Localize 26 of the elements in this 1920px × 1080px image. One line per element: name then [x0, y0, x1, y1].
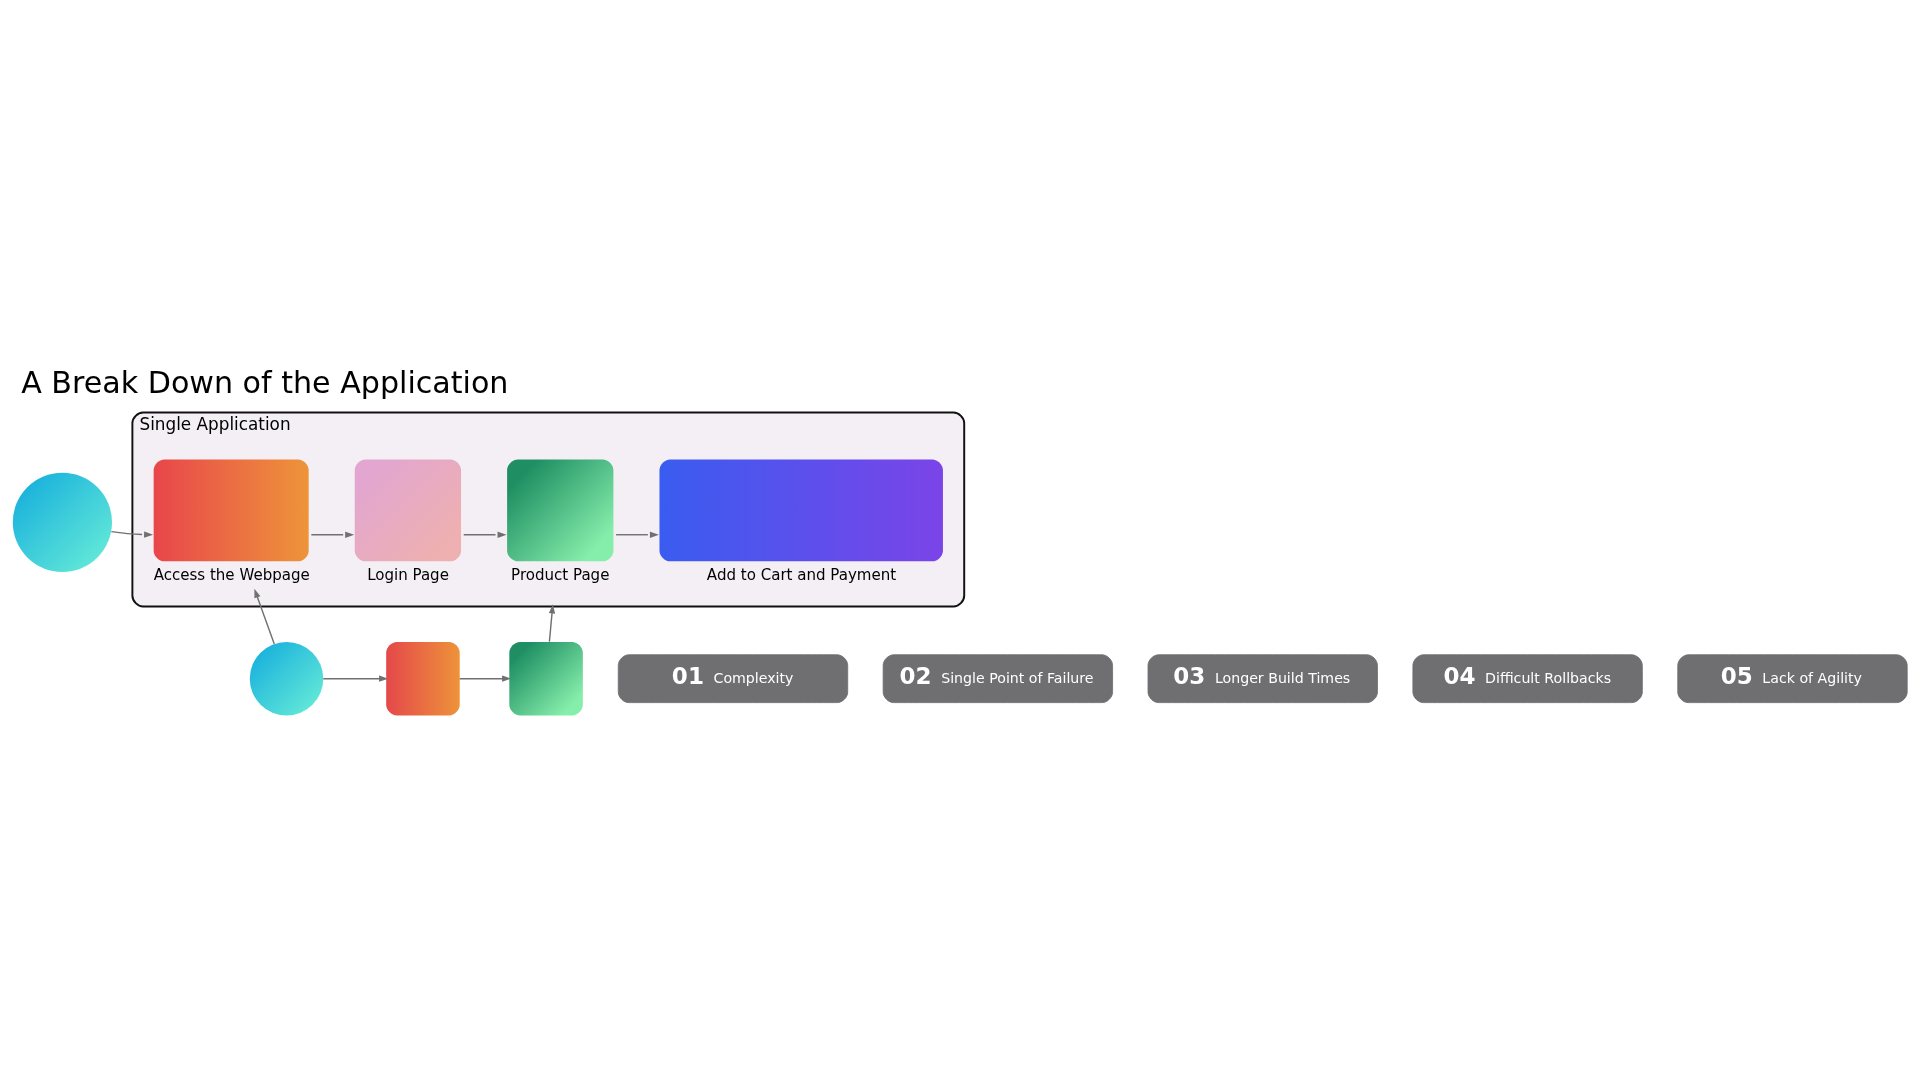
node-box: [659, 458, 943, 561]
node-box: [509, 641, 583, 715]
node-box: 05 Lack of Agility: [1677, 653, 1908, 703]
arrow: [310, 531, 355, 538]
node-circle: [12, 472, 112, 572]
node-label: Access the Webpage: [153, 565, 310, 584]
arrow: [322, 675, 389, 682]
node-circle: [249, 641, 324, 715]
arrow: [110, 530, 154, 538]
node-box: [386, 641, 460, 715]
node-label: Add to Cart and Payment: [706, 565, 897, 584]
arrow: [615, 531, 659, 538]
arrow: [254, 588, 275, 645]
node-box: 03 Longer Build Times: [1147, 653, 1378, 703]
node-box: 01 Complexity: [617, 653, 849, 703]
node-box: [354, 458, 462, 561]
node-box: [153, 458, 309, 561]
node-box: [507, 458, 614, 561]
node-label: Login Page: [367, 565, 449, 584]
arrow: [459, 675, 512, 682]
node-box: 02 Single Point of Failure: [882, 653, 1114, 703]
arrow: [463, 531, 507, 538]
node-label: Product Page: [511, 565, 610, 584]
arrow: [548, 603, 556, 642]
diagram-title: A Break Down of the Application: [21, 364, 509, 400]
node-box: 04 Difficult Rollbacks: [1412, 653, 1643, 703]
